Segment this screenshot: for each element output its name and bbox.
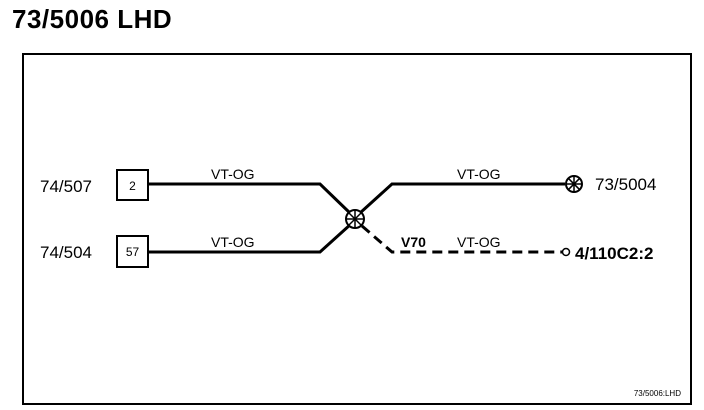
option-code-label: V70	[401, 234, 426, 250]
diagram-frame	[22, 53, 692, 405]
pin-number-74-504: 57	[126, 245, 140, 259]
wire-top-right	[358, 182, 565, 215]
connector-label-4-110c2-2: 4/110C2:2	[575, 244, 653, 263]
wire-color-bottom-left: VT-OG	[211, 234, 255, 250]
diagram-reference: 73/5006:LHD	[634, 389, 681, 398]
pin-box-74-507: 2	[116, 169, 149, 201]
connector-label-74-507: 74/507	[40, 177, 92, 196]
page-title: 73/5006 LHD	[12, 4, 173, 34]
wire-top-left	[148, 182, 353, 216]
connector-label-73-5004: 73/5004	[595, 175, 656, 194]
wire-bottom-right-optional	[361, 224, 562, 254]
connector-pin-icon	[561, 247, 571, 257]
pin-box-74-504: 57	[116, 235, 149, 268]
wire-bottom-left	[148, 222, 353, 254]
wire-color-top-left: VT-OG	[211, 166, 255, 182]
terminal-icon	[565, 175, 583, 193]
connector-label-74-504: 74/504	[40, 243, 92, 262]
splice-icon	[345, 209, 365, 229]
pin-number-74-507: 2	[129, 179, 136, 193]
wire-color-top-right: VT-OG	[457, 166, 501, 182]
wire-color-bottom-right: VT-OG	[457, 234, 501, 250]
